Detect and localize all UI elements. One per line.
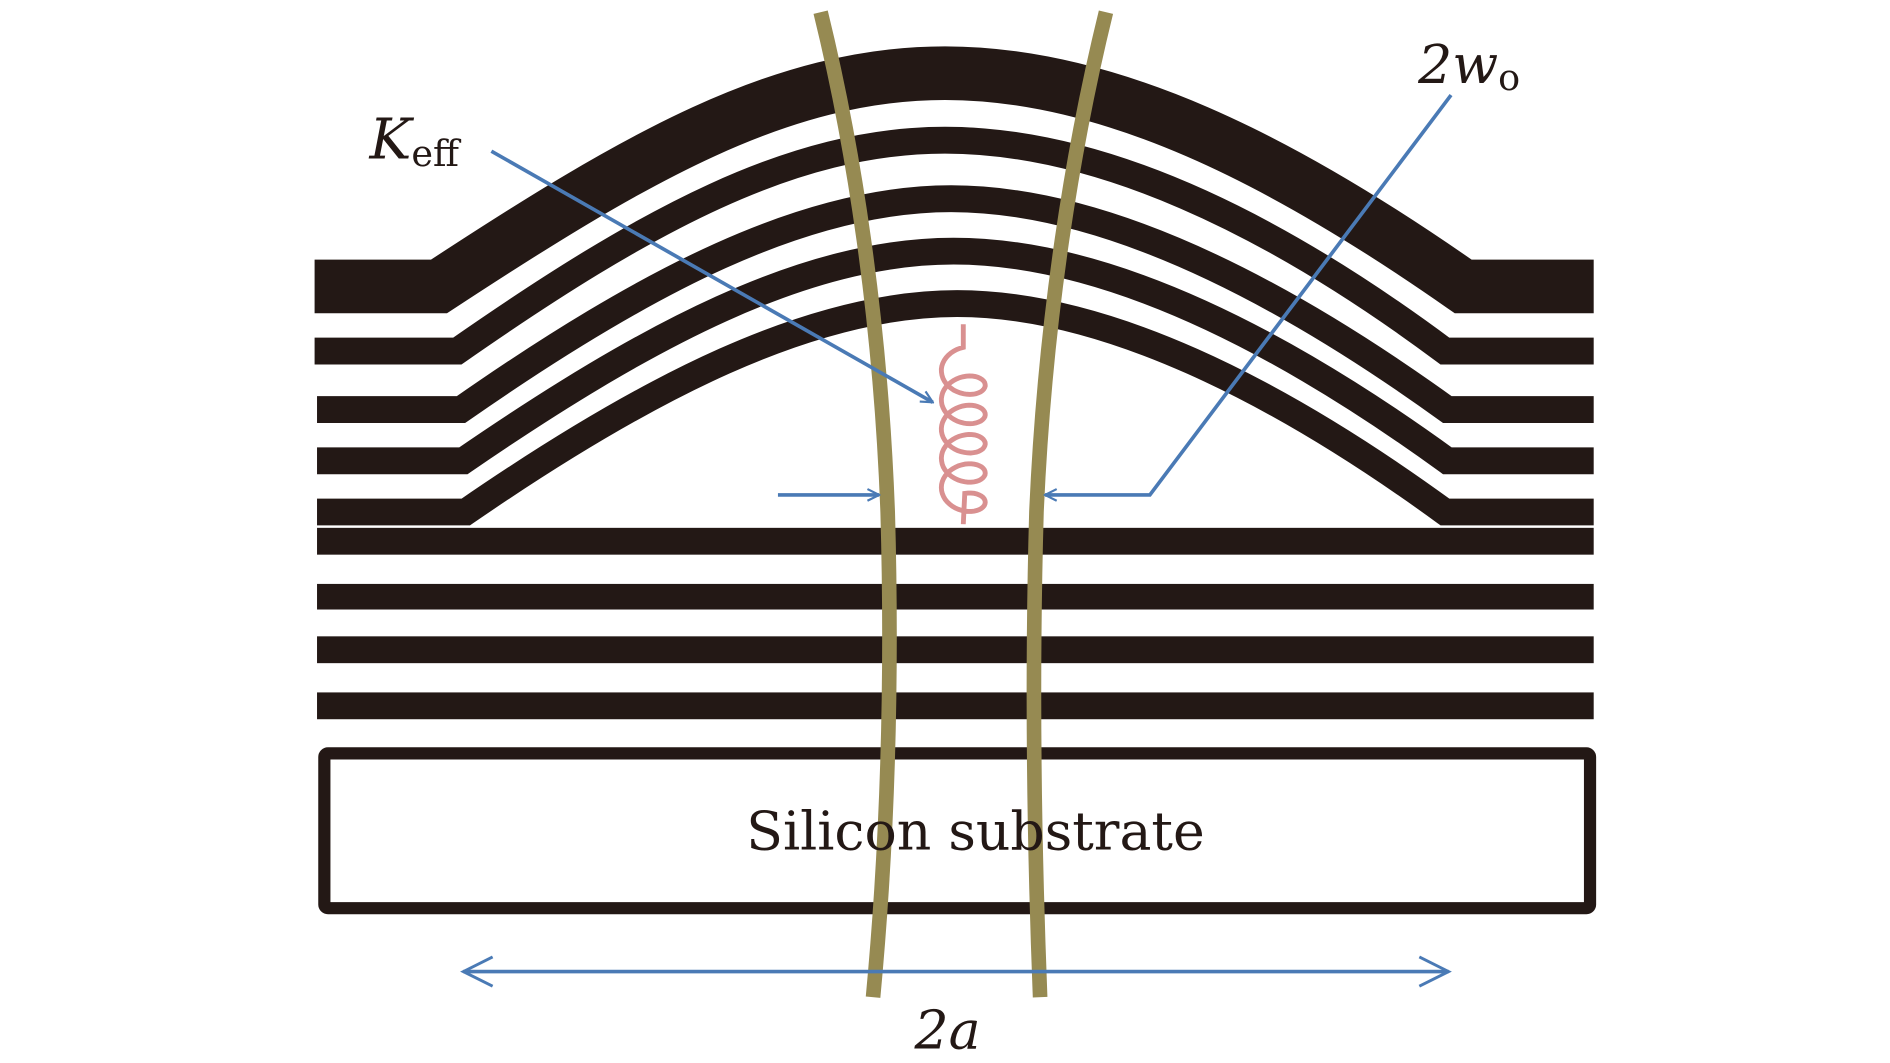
beam-waist-label: 2wo xyxy=(1417,33,1520,99)
curved-layer-1 xyxy=(314,46,1594,314)
flat-layer-1 xyxy=(317,527,1594,555)
waist-pointer-right-arrow xyxy=(1045,93,1453,495)
laser-beam xyxy=(813,10,1114,998)
flat-layers xyxy=(317,527,1594,720)
spring-icon xyxy=(938,324,988,525)
curved-layer-3 xyxy=(317,185,1594,424)
keff-label: Keff xyxy=(368,107,462,174)
beam-right-edge xyxy=(1026,10,1114,998)
curved-layer-5 xyxy=(317,290,1594,526)
beam-left-edge xyxy=(813,10,897,998)
keff-pointer-arrow xyxy=(490,149,932,404)
curved-layers xyxy=(314,46,1594,526)
flat-layer-2 xyxy=(317,583,1594,610)
annotations xyxy=(460,93,1453,988)
curved-layer-4 xyxy=(317,237,1594,475)
curved-layer-2 xyxy=(314,126,1594,365)
aperture-label: 2a xyxy=(914,998,981,1061)
flat-layer-4 xyxy=(317,692,1594,720)
flat-layer-3 xyxy=(317,636,1594,664)
silicon-substrate xyxy=(318,747,1597,915)
substrate-label: Silicon substrate xyxy=(746,800,1204,863)
